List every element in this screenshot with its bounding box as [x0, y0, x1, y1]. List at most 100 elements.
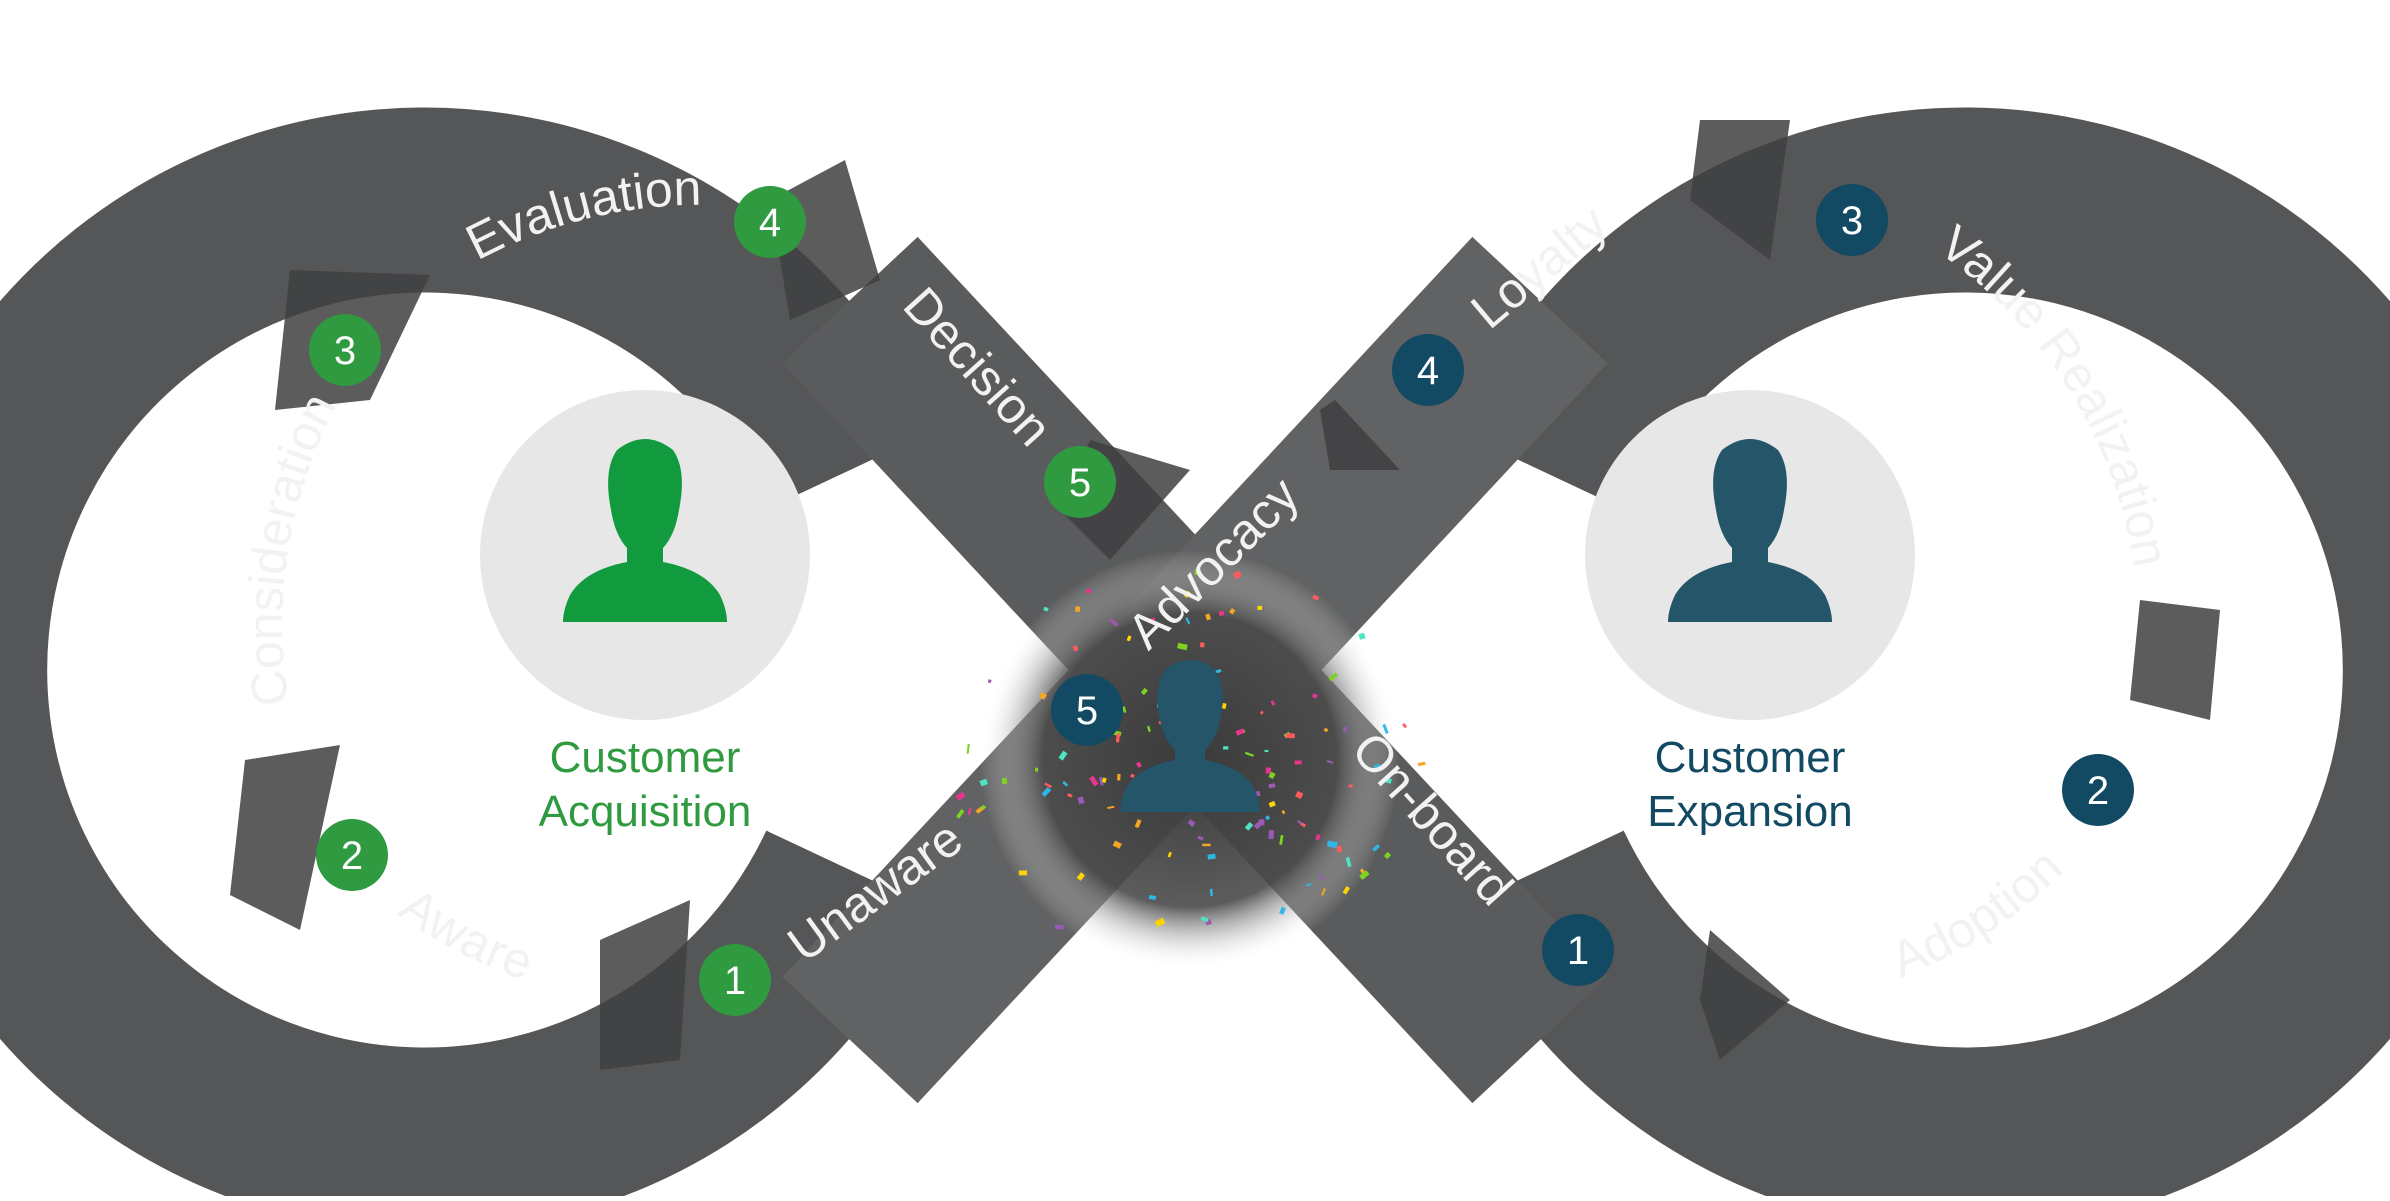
badge-expansion-1: 1 — [1542, 914, 1614, 986]
confetti-piece — [1265, 767, 1272, 774]
confetti-piece — [1167, 851, 1172, 858]
confetti-piece — [1001, 777, 1008, 785]
confetti-piece — [1126, 635, 1132, 642]
confetti-piece — [1342, 885, 1350, 895]
confetti-piece — [1268, 800, 1276, 808]
confetti-piece — [1218, 610, 1225, 617]
badge-expansion-5: 5 — [1051, 674, 1123, 746]
confetti-piece — [1089, 775, 1099, 787]
confetti-piece — [1312, 594, 1320, 601]
confetti-piece — [1183, 590, 1191, 599]
confetti-piece — [1336, 845, 1343, 853]
acquisition-title-line2: Acquisition — [539, 787, 752, 836]
confetti-piece — [1154, 917, 1166, 927]
confetti-piece — [1054, 924, 1064, 931]
confetti-piece — [1417, 761, 1426, 766]
confetti-piece — [1018, 870, 1027, 876]
arrow-aware — [230, 745, 340, 930]
acquisition-person-icon — [563, 439, 727, 622]
confetti-piece — [1358, 632, 1366, 640]
confetti-piece — [1185, 617, 1191, 625]
confetti-piece — [955, 791, 966, 801]
confetti-piece — [1197, 835, 1204, 841]
confetti-piece — [1259, 710, 1264, 715]
confetti-piece — [1194, 568, 1202, 576]
badge-acquisition-3: 3 — [309, 314, 381, 386]
confetti-piece — [1187, 819, 1196, 827]
badge-acquisition-4: 4 — [734, 186, 806, 258]
confetti-piece — [1199, 642, 1205, 648]
confetti-piece — [1115, 733, 1121, 743]
confetti-piece — [956, 809, 965, 819]
confetti-piece — [1177, 642, 1188, 651]
confetti-piece — [1359, 870, 1370, 881]
confetti-piece — [1348, 784, 1354, 789]
badge-expansion-4: 4 — [1392, 334, 1464, 406]
confetti-piece — [1067, 793, 1073, 798]
badge-acquisition-5: 5 — [1044, 446, 1116, 518]
confetti-piece — [1264, 749, 1269, 753]
segment-arrows — [230, 120, 2220, 1070]
confetti-piece — [1342, 726, 1348, 733]
confetti-piece — [966, 743, 970, 754]
arrow-loyalty — [1320, 400, 1400, 470]
confetti-piece — [1268, 771, 1276, 780]
confetti-piece — [1402, 723, 1408, 729]
confetti-piece — [1117, 773, 1121, 781]
confetti-piece — [1323, 727, 1329, 733]
confetti-piece — [1062, 780, 1069, 787]
confetti-piece — [1382, 724, 1389, 734]
stage-label-consideration: Consideration — [237, 384, 347, 709]
svg-text:3: 3 — [334, 329, 356, 373]
stage-number-badges: 1 2 3 4 5 1 2 3 — [309, 184, 2134, 1016]
expansion-person-icon — [1668, 439, 1832, 622]
confetti-piece — [1209, 888, 1214, 897]
svg-text:2: 2 — [2087, 769, 2109, 813]
confetti-piece — [1075, 606, 1081, 613]
confetti-piece — [1107, 805, 1115, 810]
svg-text:1: 1 — [724, 959, 746, 1003]
confetti-piece — [1038, 691, 1048, 700]
confetti-piece — [1373, 763, 1381, 770]
confetti-piece — [1372, 844, 1380, 852]
acquisition-title-line1: Customer — [550, 733, 741, 782]
stage-label-aware: Aware — [390, 877, 541, 991]
arrow-aware-unaware — [600, 900, 690, 1070]
confetti-piece — [1058, 750, 1068, 761]
confetti-piece — [1258, 819, 1265, 826]
confetti-piece — [1255, 791, 1261, 797]
confetti-piece — [1140, 687, 1148, 696]
celebrating-person-icon — [1120, 660, 1260, 812]
confetti-piece — [1146, 725, 1151, 733]
arrow-onboard — [1700, 930, 1790, 1060]
confetti-piece — [1148, 895, 1157, 900]
confetti-piece — [1098, 776, 1104, 786]
confetti-piece — [1041, 786, 1052, 797]
confetti-piece — [980, 804, 987, 811]
confetti-piece — [1294, 760, 1302, 765]
confetti-piece — [1044, 782, 1053, 789]
badge-acquisition-2: 2 — [316, 819, 388, 891]
confetti-piece — [1281, 810, 1286, 815]
badge-acquisition-1: 1 — [699, 944, 771, 1016]
confetti-piece — [1383, 851, 1392, 860]
confetti-piece — [1207, 853, 1216, 860]
confetti-piece — [1300, 822, 1307, 828]
confetti-piece — [979, 778, 988, 787]
confetti-piece — [1077, 796, 1085, 805]
confetti-piece — [1202, 843, 1211, 847]
confetti-piece — [1315, 834, 1321, 841]
confetti-piece — [1270, 700, 1276, 706]
confetti-piece — [1043, 606, 1049, 612]
confetti-piece — [1244, 751, 1254, 757]
confetti-piece — [1257, 605, 1263, 611]
confetti-piece — [1149, 617, 1156, 623]
confetti-piece — [1345, 857, 1352, 868]
confetti-piece — [1235, 728, 1245, 736]
confetti-piece — [1229, 608, 1236, 615]
confetti-piece — [1285, 733, 1295, 739]
confetti-piece — [1112, 840, 1122, 849]
confetti-piece — [1279, 906, 1286, 915]
